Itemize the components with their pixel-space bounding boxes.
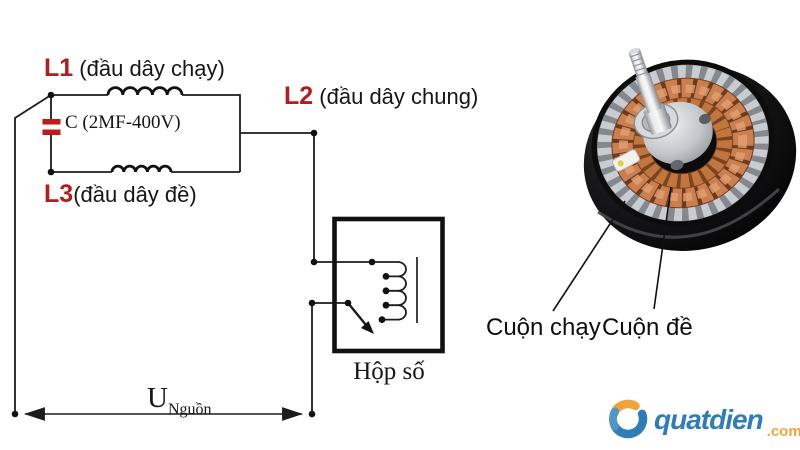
logo-tld: .com [766,423,800,440]
capacitor-symbol [42,119,61,135]
gearbox-switch-arrowhead [361,321,374,334]
l3-terminal-desc: (đầu dây đề) [73,182,197,207]
label-capacitor: C (2MF-400V) [65,112,181,133]
wire-run-branch [51,94,241,172]
fan-swirl-icon [609,399,648,439]
l3-terminal-id: L3 [44,180,74,208]
motor-shaft [628,47,672,135]
l1-terminal-desc: (đầu dây chạy) [73,56,225,81]
label-l3: L3(đầu dây đề) [44,180,197,209]
pointer-line-run-winding [552,200,626,312]
wire-common-to-gearbox [240,132,372,263]
label-start-winding: Cuộn đề [602,314,693,341]
motor-stator-photo [583,47,797,251]
gearbox-tapped-coil [372,261,407,321]
gearbox-outline [332,216,445,354]
source-voltage-symbol: U [147,382,168,414]
gearbox-switch-arm [347,302,367,326]
pointer-line-start-winding [653,186,672,310]
wire-left-source [14,94,52,414]
stator-teeth [597,65,769,221]
label-run-winding: Cuộn chạy [486,314,601,341]
source-voltage-subscript: Nguồn [167,400,212,418]
l1-terminal-id: L1 [44,54,74,82]
run-winding-coil [106,86,184,96]
l2-terminal-desc: (đầu dây chung) [313,84,479,109]
hub-hole-lower [670,159,684,171]
label-gearbox: Hộp số [353,358,425,385]
hub-hole-upper [699,113,711,125]
junction-dots [11,91,390,418]
label-l2: L2 (đầu dây chung) [284,82,479,111]
rotor-rim-highlight [597,187,781,239]
logo[interactable]: quatdien.com [606,397,800,443]
label-l1: L1 (đầu dây chạy) [44,54,225,83]
logo-name: quatdien [654,404,764,435]
start-winding-coil [110,164,173,173]
label-source-voltage: UNguồn [147,382,212,418]
l2-terminal-id: L2 [284,82,314,110]
outer-copper-sheen [618,84,748,202]
wire-connector [612,149,640,172]
